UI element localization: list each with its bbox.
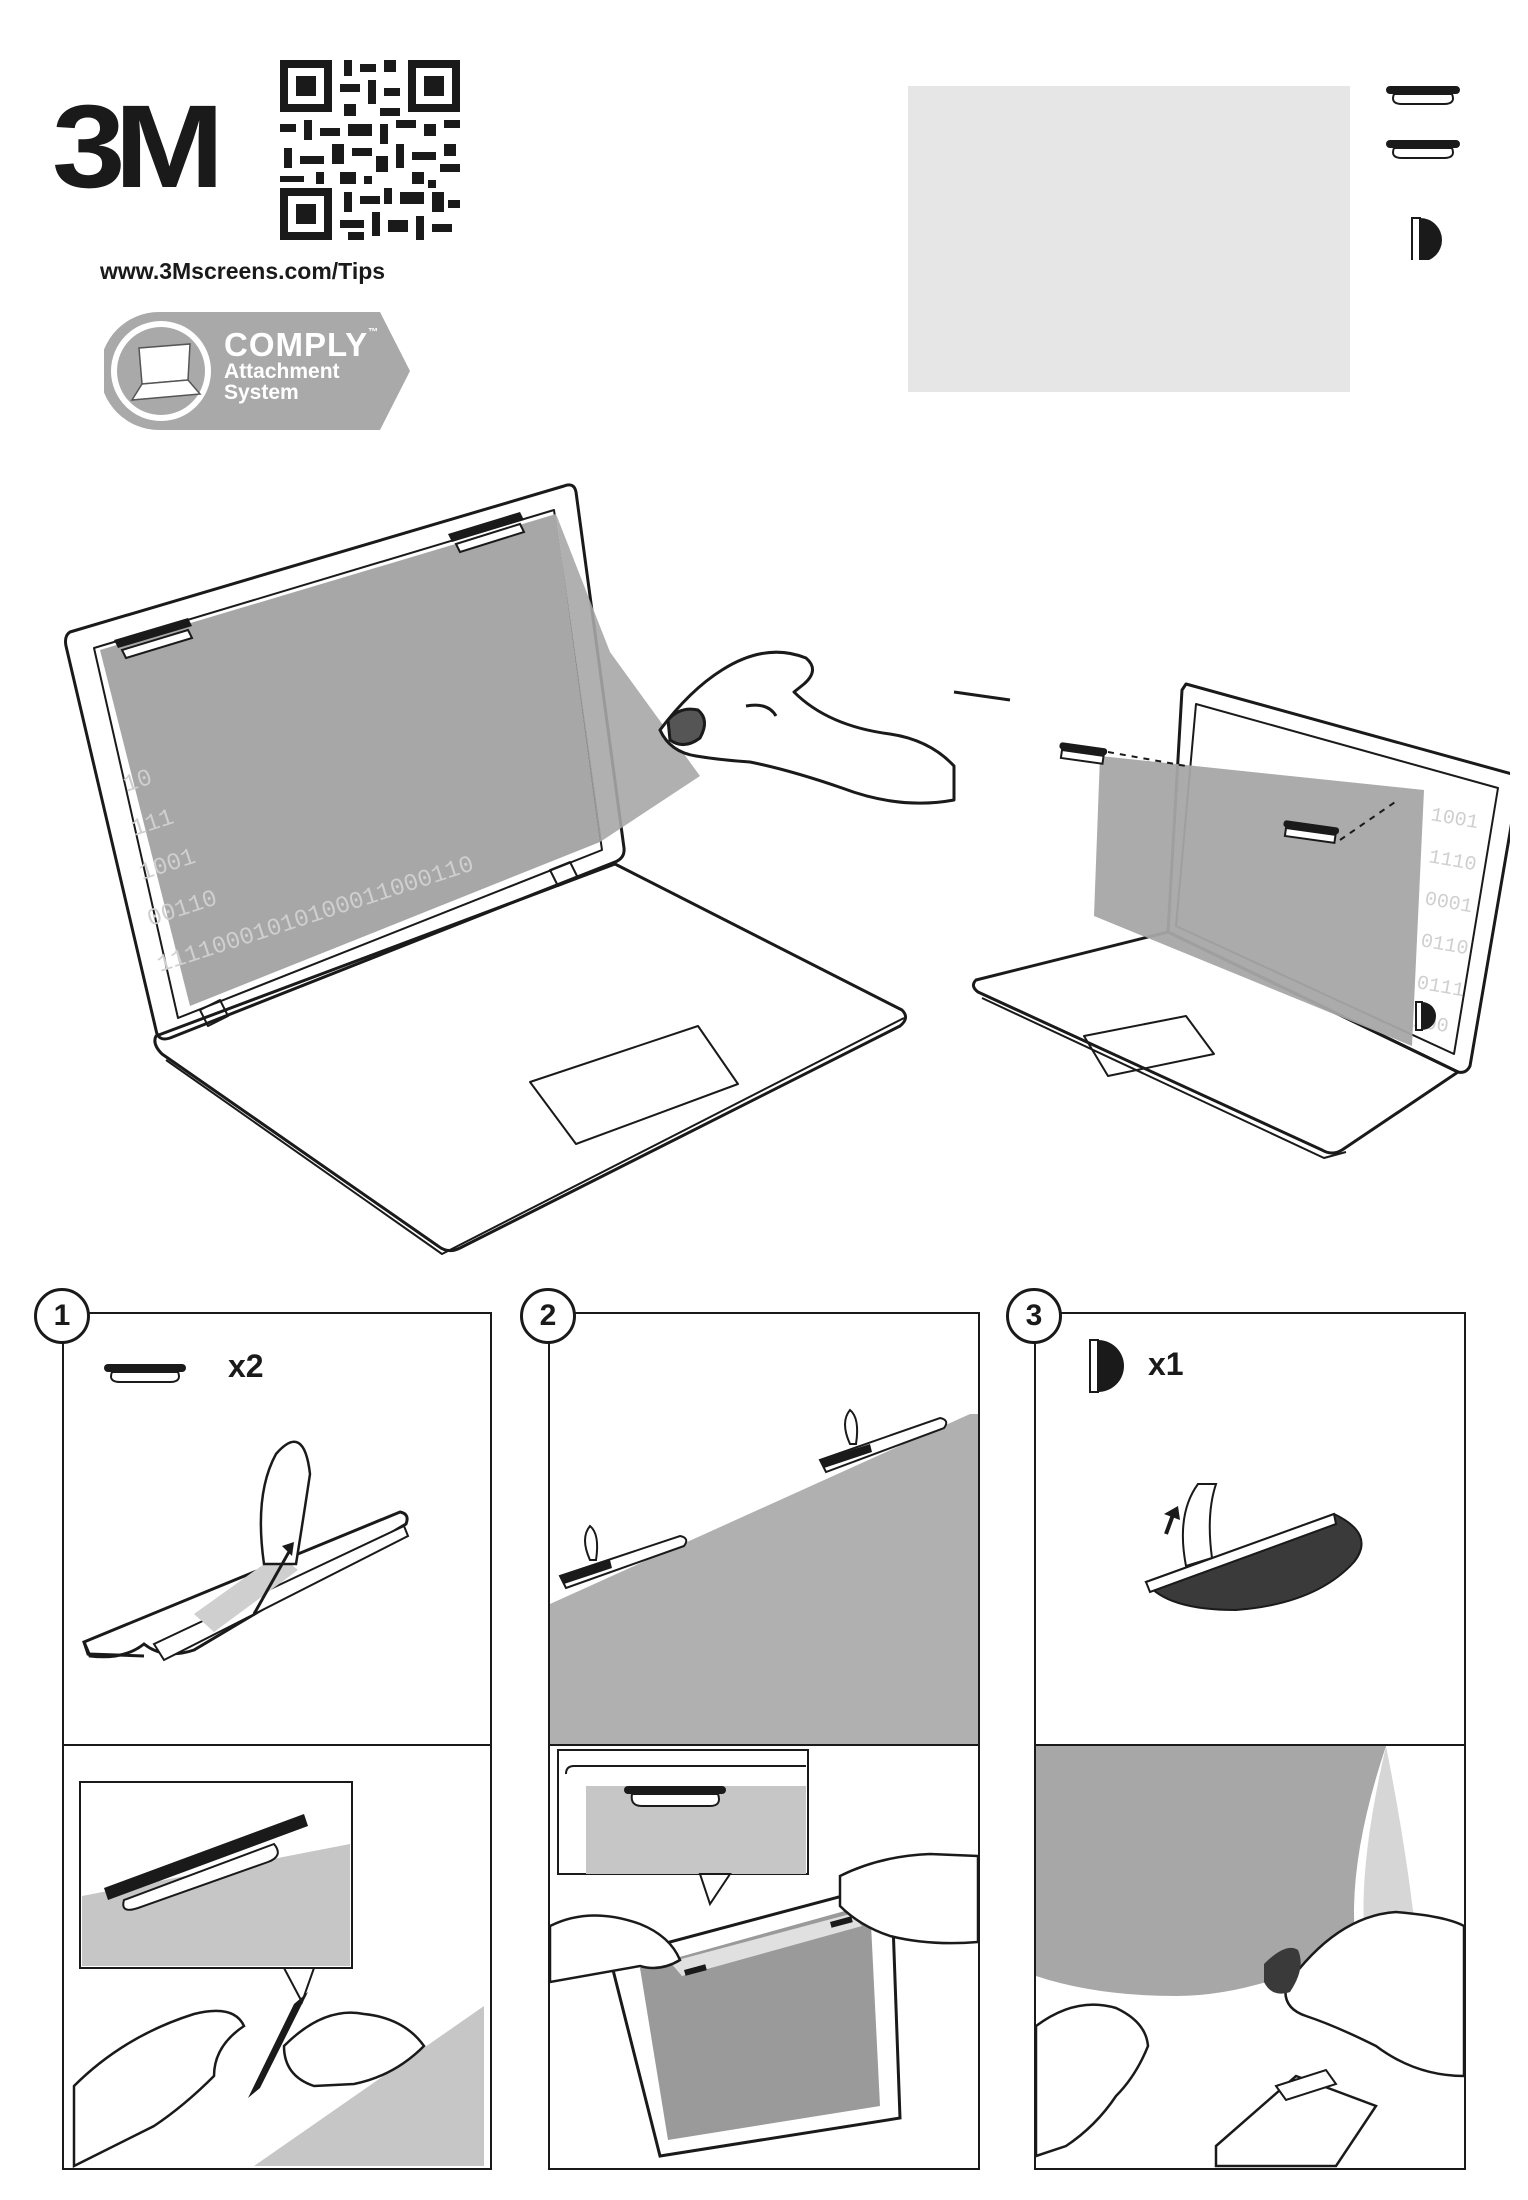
tab-strip-icon — [1386, 140, 1460, 159]
half-circle-tab-icon — [1415, 1001, 1436, 1031]
kit-contents — [1386, 86, 1460, 260]
apply-tab-illustration — [72, 1781, 484, 2168]
step3-quantity: x1 — [1148, 1346, 1184, 1382]
adhesive-tab-peel-illustration — [82, 1364, 410, 1662]
tab-strip-icon — [104, 1364, 186, 1383]
svg-text:1110: 1110 — [1427, 846, 1478, 877]
step2-panel-bottom — [548, 1744, 980, 2170]
hand-illustration — [658, 650, 1011, 805]
svg-text:0110: 0110 — [1419, 930, 1470, 961]
step-number-2: 2 — [520, 1288, 576, 1344]
comply-line2: System — [224, 381, 299, 404]
step2-panel-top — [548, 1312, 980, 1746]
tips-url[interactable]: www.3Mscreens.com/Tips — [100, 258, 386, 284]
step-number-1: 1 — [34, 1288, 90, 1344]
qr-code-icon — [280, 60, 460, 240]
step-number-3: 3 — [1006, 1288, 1062, 1344]
tab-strip-icon — [448, 512, 526, 554]
laptop-illustration: 10 111 1001 00110 1111000101010001100011… — [64, 483, 1510, 1255]
step1-quantity: x2 — [228, 1348, 264, 1384]
half-circle-tab-icon — [1411, 217, 1442, 260]
tab-strip-icon — [1059, 742, 1340, 845]
step1-panel-bottom — [62, 1744, 492, 2170]
3m-logo: 3M — [52, 81, 224, 213]
half-circle-tab-icon — [1089, 1339, 1124, 1393]
half-circle-tab-peel-illustration — [1089, 1339, 1363, 1612]
comply-line1: Attachment — [224, 360, 340, 383]
filter-placeholder — [908, 86, 1350, 392]
attach-filter-illustration — [550, 1749, 978, 2158]
svg-text:0001: 0001 — [1423, 888, 1474, 919]
comply-badge-shape — [104, 312, 410, 430]
comply-badge: COMPLY™ Attachment System — [104, 310, 414, 432]
tab-strip-icon — [1386, 86, 1460, 105]
svg-text:0111: 0111 — [1415, 972, 1466, 1003]
step1-panel-top — [62, 1312, 492, 1746]
svg-text:1001: 1001 — [1429, 804, 1480, 835]
tabs-on-filter-illustration — [550, 1408, 978, 1744]
attach-bottom-tab-illustration — [1036, 1746, 1464, 2168]
step3-panel-top — [1034, 1312, 1466, 1746]
step3-panel-bottom — [1034, 1744, 1466, 2170]
tab-strip-icon — [114, 618, 194, 660]
comply-title: COMPLY™ — [224, 326, 380, 363]
